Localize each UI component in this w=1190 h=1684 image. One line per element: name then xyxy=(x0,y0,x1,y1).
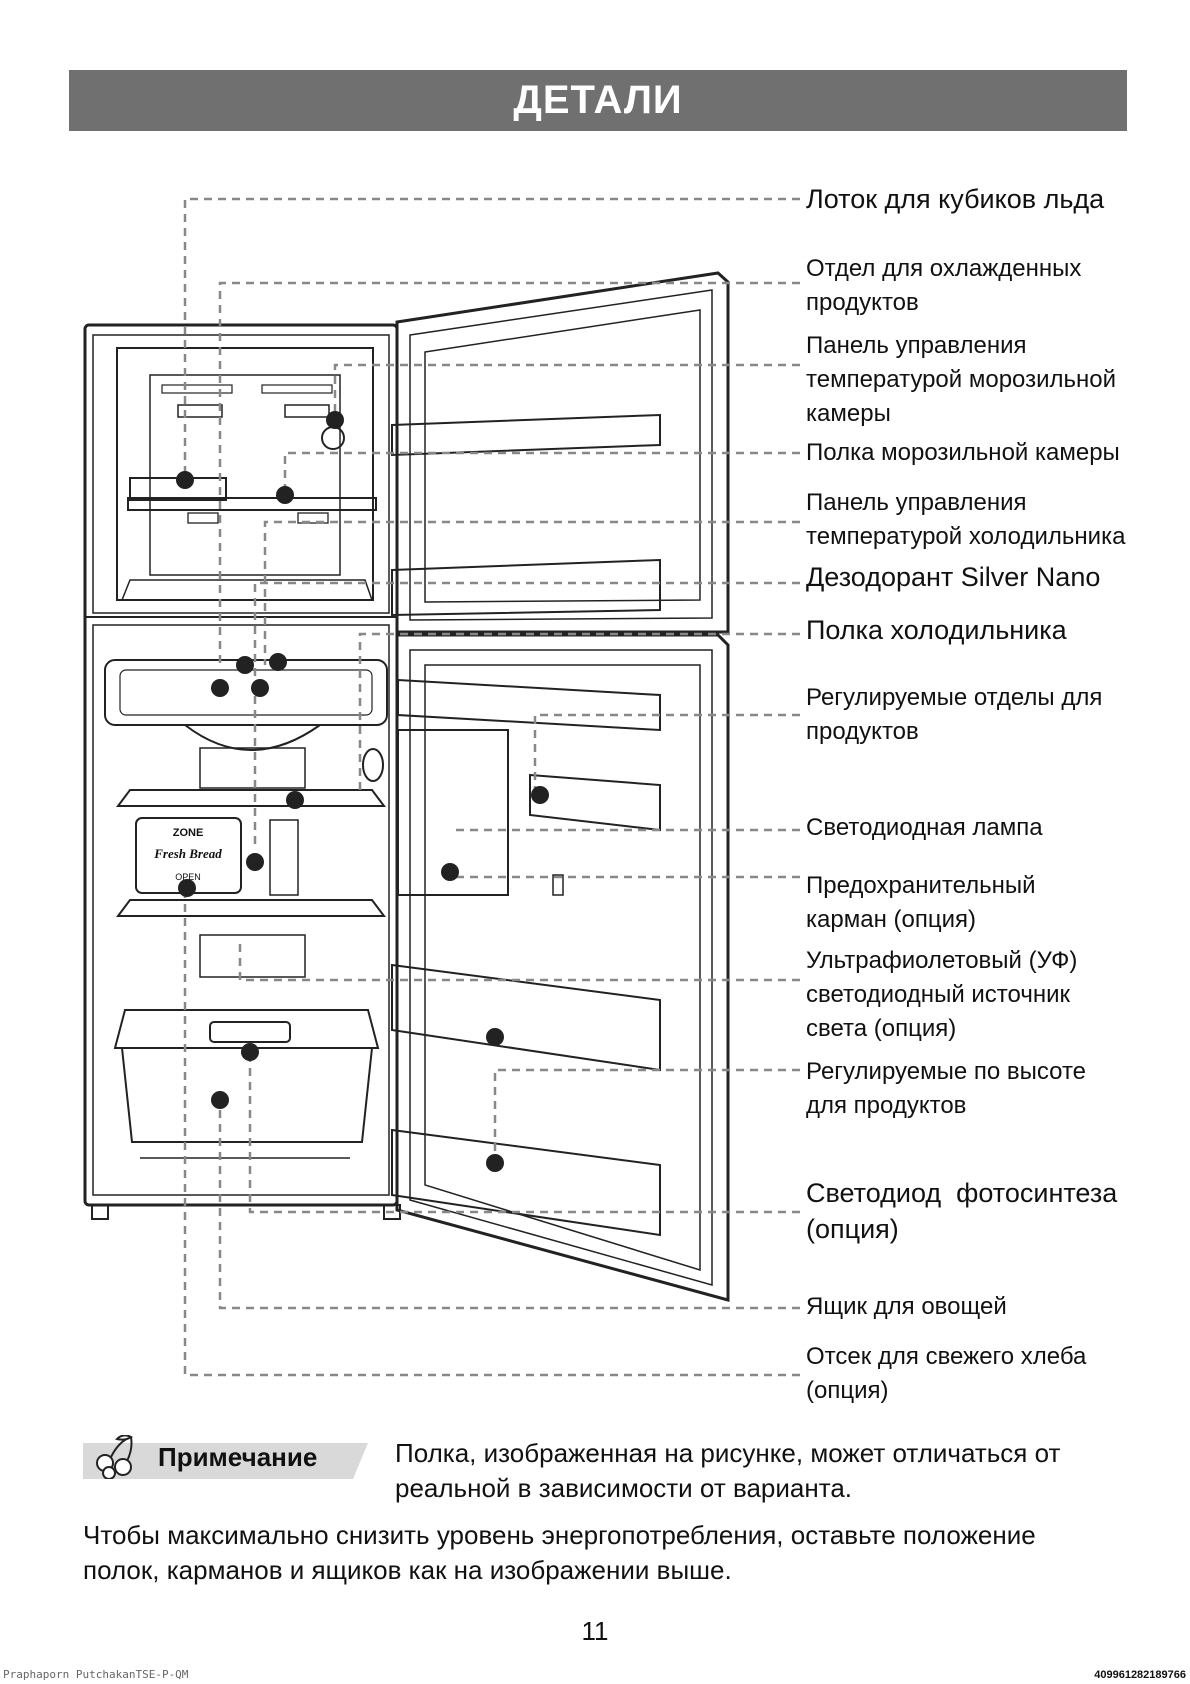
zone-text: ZONE xyxy=(173,827,204,839)
note-text: Полка, изображенная на рисунке, может от… xyxy=(395,1438,1061,1503)
label-adjustable-bins: Регулируемые отделы для продуктов xyxy=(806,684,1103,745)
cherry-icon xyxy=(96,1435,133,1479)
label-fridge-control: Панель управления температурой холодильн… xyxy=(806,489,1126,550)
freezer-door xyxy=(391,271,730,634)
callout-dot xyxy=(178,879,196,897)
refrigerator-diagram: ZONE Fresh Bread OPEN xyxy=(83,197,800,1377)
callout-dot xyxy=(486,1028,504,1046)
callout-dot xyxy=(276,486,294,504)
footer-code: 409961282189766 xyxy=(1094,1669,1186,1681)
fresh-bread-text: Fresh Bread xyxy=(153,846,222,861)
callout-dot xyxy=(241,1043,259,1061)
note-title: Примечание xyxy=(158,1442,318,1472)
callout-dot xyxy=(486,1154,504,1172)
callout-dot xyxy=(531,786,549,804)
footer-author: Praphaporn PutchakanTSE-P-QM xyxy=(3,1668,189,1681)
leader-lines xyxy=(183,197,800,1377)
callout-dot xyxy=(286,791,304,809)
label-led-lamp: Светодиодная лампа xyxy=(806,814,1043,841)
page-header: ДЕТАЛИ xyxy=(69,70,1127,131)
callout-dot xyxy=(211,1091,229,1109)
callout-dot xyxy=(326,411,344,429)
label-photosynthesis-led: Светодиод фотосинтеза (опция) xyxy=(806,1178,1118,1244)
label-ice-tray: Лоток для кубиков льда xyxy=(806,184,1105,214)
label-height-adjustable: Регулируемые по высоте для продуктов xyxy=(806,1058,1087,1119)
callout-dot xyxy=(269,653,287,671)
callout-dot xyxy=(211,679,229,697)
open-text: OPEN xyxy=(175,872,201,882)
callout-dot xyxy=(251,679,269,697)
label-vegetable-drawer: Ящик для овощей xyxy=(806,1293,1007,1320)
callout-dot xyxy=(236,656,254,674)
label-safety-pocket: Предохранительный карман (опция) xyxy=(806,872,1036,933)
label-freezer-shelf: Полка морозильной камеры xyxy=(806,439,1120,466)
callout-dot xyxy=(441,863,459,881)
label-chilled-compartment: Отдел для охлажденных продуктов xyxy=(806,255,1082,316)
label-bread-compartment: Отсек для свежего хлеба (опция) xyxy=(806,1343,1087,1404)
fridge-door xyxy=(391,633,730,1302)
cabinet xyxy=(83,323,401,1220)
callout-dots xyxy=(176,411,549,1172)
label-deodorizer: Дезодорант Silver Nano xyxy=(806,562,1101,592)
label-fridge-shelf: Полка холодильника xyxy=(806,615,1067,645)
label-uv-led: Ультрафиолетовый (УФ) светодиодный источ… xyxy=(806,947,1078,1042)
callout-dot xyxy=(176,471,194,489)
note-badge xyxy=(83,1435,368,1479)
label-freezer-control: Панель управления температурой морозильн… xyxy=(806,332,1117,427)
callout-dot xyxy=(246,853,264,871)
energy-advice: Чтобы максимально снизить уровень энерго… xyxy=(83,1520,1036,1585)
page-number: 11 xyxy=(581,1616,609,1646)
page-title: ДЕТАЛИ xyxy=(513,78,683,122)
